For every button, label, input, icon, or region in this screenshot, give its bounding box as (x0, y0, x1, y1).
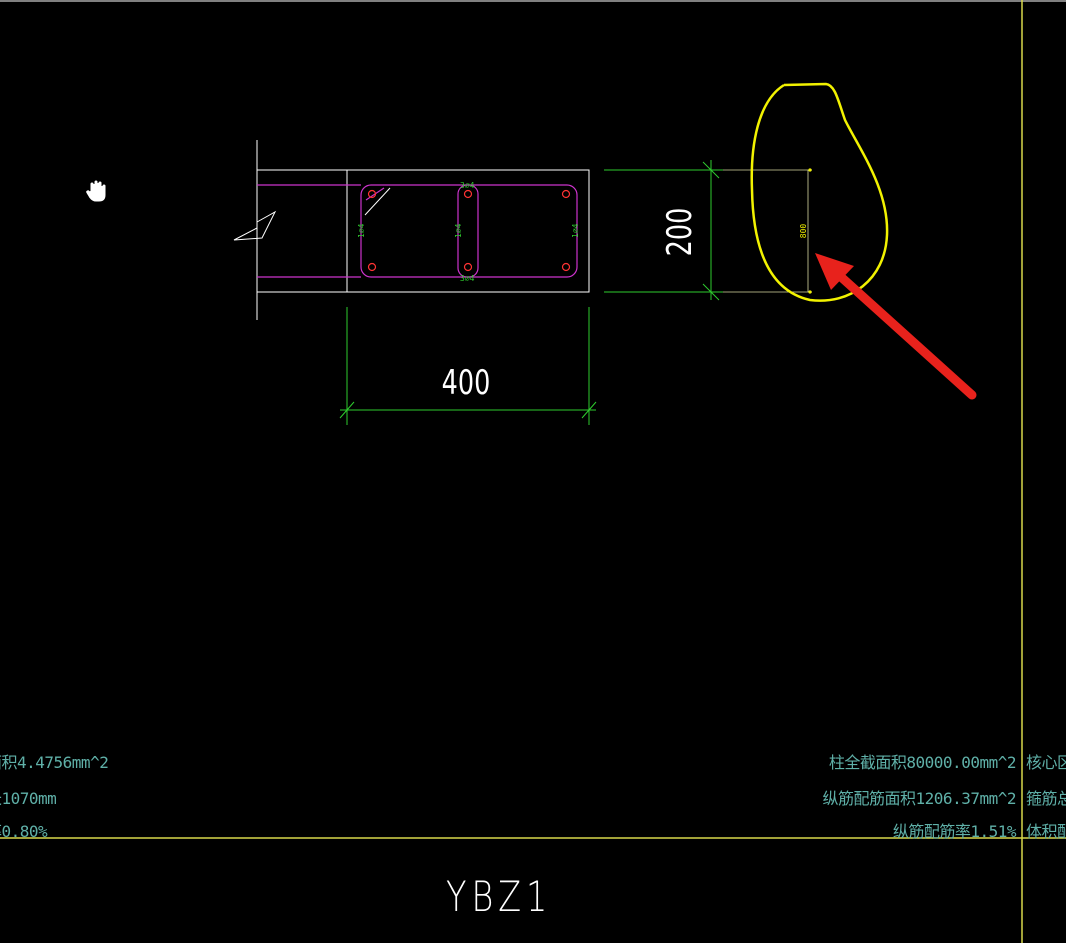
column-outline (346, 169, 590, 293)
info-far-right-line2: 箍筋总长 (1026, 789, 1066, 808)
info-left-line3: 率0.80% (0, 822, 48, 841)
rebar-lines (257, 184, 578, 278)
rebar-tag-bottom: 3⌀4 (460, 274, 475, 283)
bar-dot (367, 262, 377, 272)
dimension-side (723, 169, 812, 293)
info-far-right-line3: 体积配箍 (1026, 822, 1066, 841)
annotation-arrow-icon (815, 253, 977, 400)
rebar-tag-top: 3⌀4 (460, 181, 475, 190)
dimension-side-label: 800 (799, 224, 808, 239)
info-far-right-line1: 核心区面 (1026, 753, 1066, 772)
bar-dot (561, 189, 571, 199)
dimension-height (604, 160, 723, 301)
info-right-line2: 纵筋配筋面积1206.37mm^2 (822, 789, 1017, 808)
dimension-side-ticks (808, 168, 812, 294)
highlight-circle (750, 82, 889, 302)
info-left-line2: 长1070mm (0, 789, 57, 808)
info-right-line3: 纵筋配筋率1.51% (892, 822, 1017, 841)
bar-dots (367, 189, 571, 272)
dimension-width-label: 400 (442, 363, 491, 403)
info-right-line1: 柱全截面积80000.00mm^2 (828, 753, 1017, 772)
stirrup-hook (364, 187, 391, 216)
bar-dot (463, 189, 473, 199)
hand-pan-icon[interactable] (82, 176, 112, 213)
rebar-tag-left: 1⌀4 (357, 223, 366, 238)
dimension-width (339, 307, 597, 425)
drawing-title: YBZ1 (446, 872, 553, 921)
info-left-line1: 面积4.4756mm^2 (0, 753, 109, 772)
dimension-height-label: 200 (660, 208, 700, 257)
bar-dot (561, 262, 571, 272)
rebar-tag-right: 1⌀4 (571, 223, 580, 238)
bar-dot (367, 189, 377, 199)
bar-dot (463, 262, 473, 272)
break-line (233, 140, 347, 320)
rebar-tag-middle: 1⌀4 (454, 223, 463, 238)
